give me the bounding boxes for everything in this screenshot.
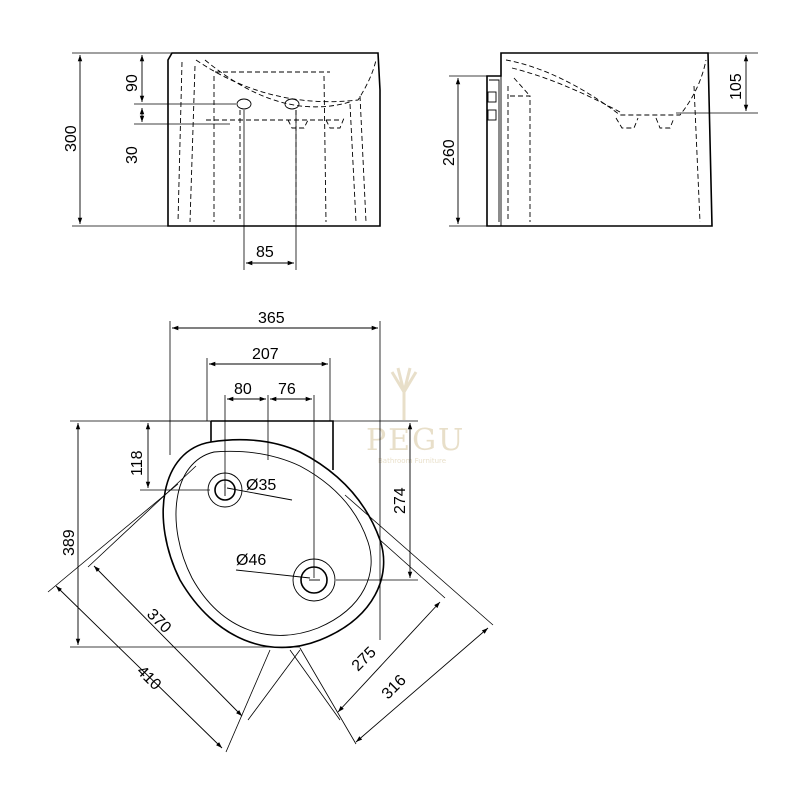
dim-top-tap-offset: 80	[234, 381, 252, 398]
dim-diag-side-outer: 316	[379, 672, 410, 703]
dim-top-back-width: 207	[252, 346, 279, 363]
watermark-logo: PEGU Bathroom Furniture	[366, 367, 465, 465]
side-outline	[486, 52, 713, 227]
dim-diag-inner: 370	[143, 606, 174, 637]
dim-front-height: 300	[63, 125, 80, 152]
front-outline	[167, 52, 381, 227]
dim-top-tap-from-wall: 118	[129, 450, 146, 476]
dim-front-drain-offset: 30	[124, 146, 141, 164]
back-plate	[210, 420, 334, 470]
dim-tap-hole: Ø35	[246, 477, 276, 494]
dim-diag-side-inner: 275	[349, 644, 380, 675]
dim-top-depth: 389	[61, 529, 78, 556]
dim-diag-outer: 410	[133, 663, 164, 694]
dim-top-drain-x-offset: 76	[278, 381, 296, 398]
front-view: 300 90 30 85	[63, 52, 381, 270]
watermark-tagline: Bathroom Furniture	[378, 457, 446, 465]
watermark-brand: PEGU	[366, 423, 465, 458]
dim-side-height: 260	[441, 139, 458, 166]
side-view: 260 105	[441, 52, 758, 227]
basin-outline	[162, 438, 385, 649]
dim-side-bowl-depth: 105	[728, 73, 745, 100]
dim-front-drain-spacing: 85	[256, 244, 274, 261]
dim-top-drain-from-wall: 274	[392, 487, 409, 514]
top-view: Ø35 Ø46 365 207 80 76 118 274 38	[47, 310, 494, 753]
dim-front-rim-depth: 90	[124, 74, 141, 92]
dim-drain-hole: Ø46	[236, 552, 266, 569]
dim-top-width: 365	[258, 310, 285, 327]
